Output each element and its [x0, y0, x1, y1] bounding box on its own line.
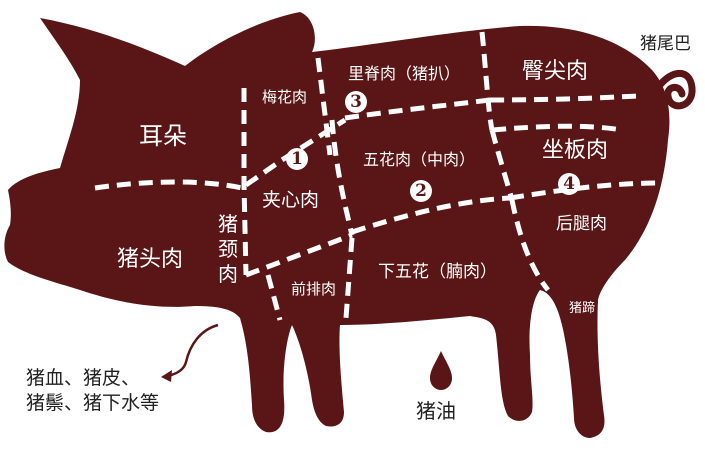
pig-tail	[651, 69, 696, 110]
badge-4: 4	[558, 173, 580, 195]
label-lower-belly: 下五花（腩肉）	[378, 262, 497, 282]
cut-line-ribs-left	[265, 274, 283, 321]
label-by-products: 猪血、猪皮、 猪鬃、猪下水等	[26, 367, 160, 414]
cut-line-plum-left	[241, 88, 249, 276]
cut-line-hind-vertical	[489, 129, 515, 201]
badge-2: 2	[410, 180, 432, 202]
label-tenderloin: 里脊肉（猪扒）	[348, 64, 461, 83]
by-products-arrow-head	[161, 370, 172, 382]
label-plum: 梅花肉	[262, 88, 308, 106]
cut-line-hind	[509, 180, 661, 201]
pig-body	[4, 12, 670, 438]
label-tail: 猪尾巴	[640, 34, 691, 54]
cut-line-hind-lower	[509, 199, 550, 292]
by-products-arrow	[167, 323, 219, 378]
label-trotter: 猪蹄	[569, 301, 596, 316]
cut-line-neck-bottom	[245, 232, 353, 278]
label-neck: 猪 颈 肉	[218, 212, 238, 286]
label-lard: 猪油	[416, 399, 456, 423]
cut-line-belly	[351, 195, 511, 235]
cut-line-ribs-right	[343, 237, 355, 319]
cut-line-top-loin	[344, 97, 491, 121]
label-pork-belly: 五花肉（中肉）	[363, 150, 476, 169]
lard-drop-icon	[430, 351, 452, 390]
cut-line-seat	[491, 123, 623, 133]
label-ear: 耳朵	[139, 122, 187, 150]
badge-1: 1	[286, 148, 308, 170]
cut-line-ear	[94, 179, 243, 191]
label-rump: 臀尖肉	[522, 59, 589, 84]
badge-3: 3	[345, 91, 367, 113]
label-head: 猪头肉	[117, 247, 184, 272]
label-shoulder-core: 夹心肉	[262, 189, 320, 211]
cut-line-rump-left	[479, 31, 495, 131]
cut-lines	[94, 31, 661, 321]
cut-line-plum-right	[315, 57, 333, 156]
label-hind-leg: 后腿肉	[556, 214, 607, 234]
cut-line-rump-top	[489, 93, 639, 103]
label-front-ribs: 前排肉	[291, 280, 337, 298]
label-seat-ham: 坐板肉	[542, 138, 609, 163]
cut-line-shoulder-diagonal	[244, 117, 347, 188]
